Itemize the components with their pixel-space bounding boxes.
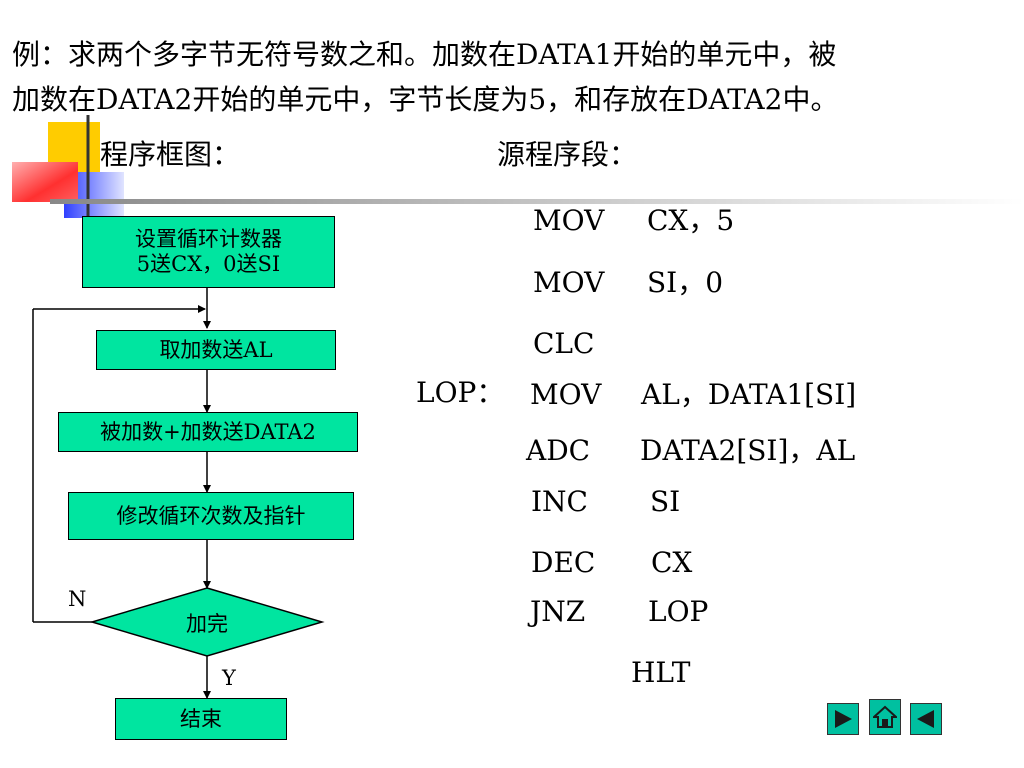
home-icon [873, 705, 897, 728]
prev-button[interactable] [910, 703, 942, 735]
code-op-8: JNZ [530, 595, 586, 628]
code-args-5: DATA2[SI]，AL [640, 434, 856, 467]
flow-box-update: 修改循环次数及指针 [68, 492, 354, 540]
code-op-1: MOV [533, 204, 605, 237]
code-args-8: LOP [648, 595, 709, 628]
code-op-2: MOV [533, 266, 605, 299]
problem-line-2: 加数在DATA2开始的单元中，字节长度为5，和存放在DATA2中。 [12, 83, 839, 116]
play-left-icon [917, 710, 934, 728]
flow-box-load: 取加数送AL [96, 330, 336, 370]
flow-box-end: 结束 [115, 698, 287, 740]
code-label-lop: LOP： [416, 376, 505, 409]
code-op-5: ADC [526, 434, 591, 467]
decor-red-square [12, 162, 78, 202]
play-right-icon [835, 710, 852, 728]
code-op-9: HLT [631, 656, 691, 689]
problem-line-1: 例：求两个多字节无符号数之和。加数在DATA1开始的单元中，被 [12, 38, 837, 71]
code-args-6: SI [650, 485, 681, 518]
flow-box-init-line1: 设置循环计数器 [135, 227, 282, 251]
code-args-1: CX，5 [647, 204, 735, 237]
code-op-6: INC [531, 485, 588, 518]
flow-box-add: 被加数+加数送DATA2 [58, 412, 358, 452]
yes-label: Y [222, 666, 236, 690]
code-op-7: DEC [531, 546, 596, 579]
flow-box-init-line2: 5送CX，0送SI [136, 252, 281, 276]
problem-statement: 例：求两个多字节无符号数之和。加数在DATA1开始的单元中，被 加数在DATA2… [12, 32, 1017, 122]
code-args-4: AL，DATA1[SI] [641, 378, 857, 411]
code-args-7: CX [651, 546, 693, 579]
flow-box-init: 设置循环计数器 5送CX，0送SI [82, 216, 335, 288]
no-label: N [68, 587, 87, 611]
decision-diamond [89, 587, 325, 657]
decor-horizontal-line [50, 199, 1024, 204]
source-heading: 源程序段： [497, 138, 638, 171]
code-op-4: MOV [530, 378, 602, 411]
home-button[interactable] [869, 699, 901, 735]
flowchart-heading: 程序框图： [100, 138, 241, 171]
code-args-2: SI，0 [647, 266, 724, 299]
next-button[interactable] [827, 703, 859, 735]
code-op-3: CLC [533, 327, 595, 360]
decision-label: 加完 [186, 612, 228, 636]
